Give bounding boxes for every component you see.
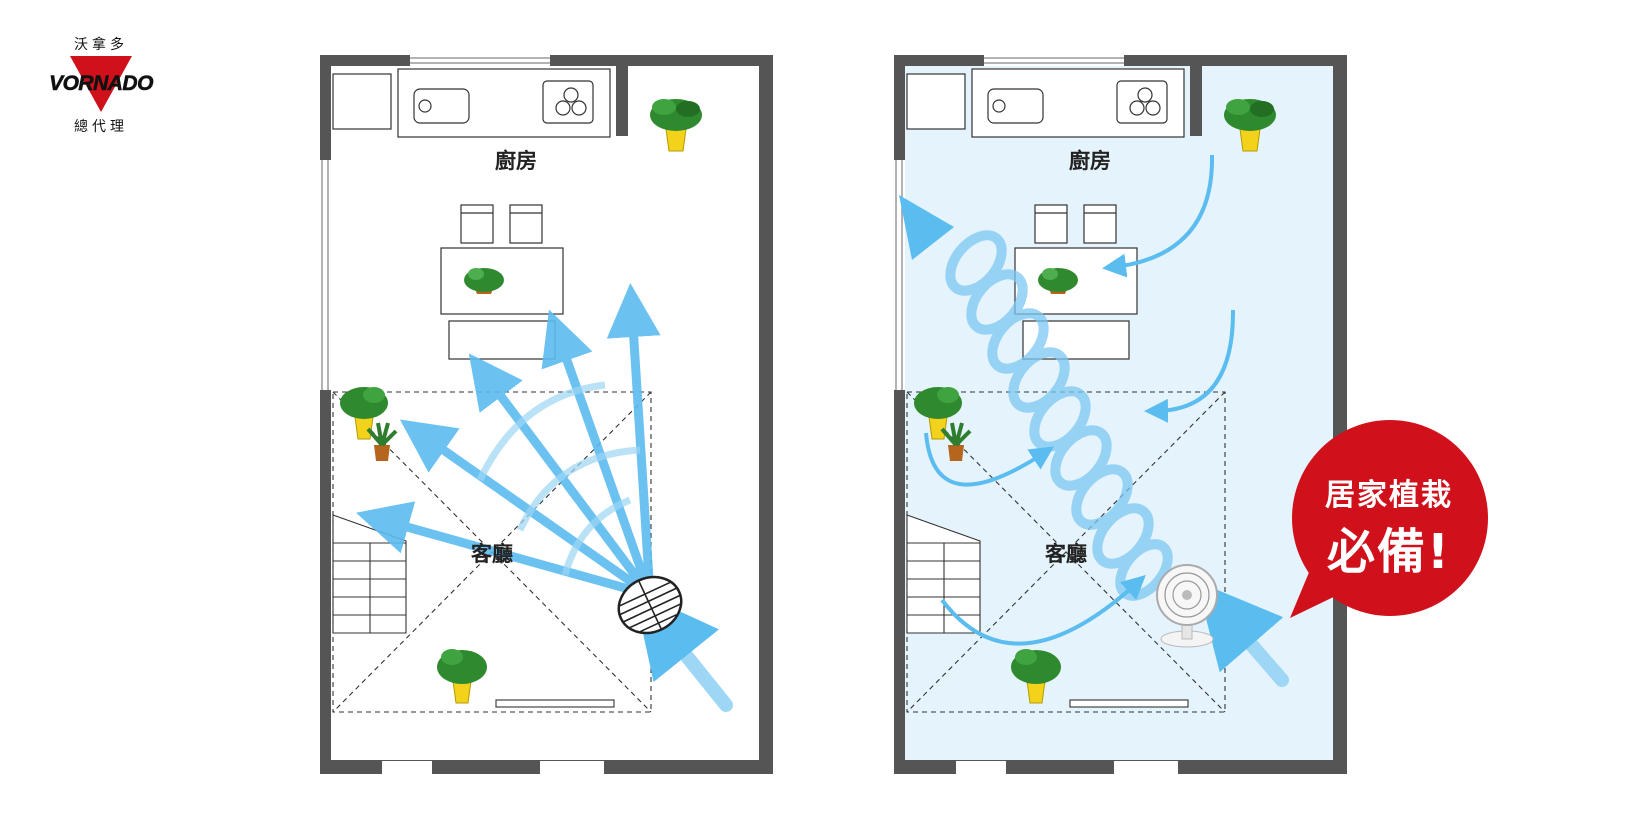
- scattered-airflow-arrows: [355, 283, 661, 600]
- promo-speech-badge: 居家植栽 必備!: [1290, 420, 1500, 630]
- plant-icon: [464, 268, 504, 294]
- airflow-ripples: [476, 381, 641, 576]
- plant-icon: [940, 422, 972, 461]
- plant-icon: [366, 422, 398, 461]
- plant-icon: [1224, 99, 1276, 152]
- traditional-fan-icon: [617, 575, 683, 635]
- speech-bubble-icon: [1290, 420, 1488, 618]
- living-room-label: 客廳: [471, 542, 513, 566]
- floor-plan-traditional-fan: 廚房 客廳: [320, 55, 780, 775]
- tv-bench: [1069, 699, 1189, 708]
- vornado-logo: VORNADO: [36, 56, 166, 114]
- plant-icon: [914, 387, 962, 440]
- incoming-airflow-arrow: [633, 590, 733, 712]
- kitchen-counter: [332, 68, 611, 138]
- staircase: [332, 514, 407, 634]
- badge-line-2: 必備!: [1327, 524, 1451, 580]
- plan-walls: [894, 55, 1347, 774]
- plan-walls: [320, 55, 773, 774]
- circulation-arrows: [924, 154, 1236, 646]
- vortex-airflow-spiral: [945, 230, 1173, 601]
- dining-table-set: [440, 204, 564, 360]
- kitchen-counter: [906, 68, 1185, 138]
- vortex-arrowhead-icon: [899, 195, 954, 260]
- kitchen-label: 廚房: [1069, 149, 1111, 173]
- plant-icon: [340, 387, 388, 440]
- plant-icon: [1038, 268, 1078, 294]
- staircase: [906, 514, 981, 634]
- vornado-v-mark-icon: [70, 56, 132, 112]
- incoming-airflow-arrow: [1196, 581, 1289, 687]
- plant-icon: [437, 649, 487, 704]
- brand-wordmark: VORNADO: [49, 72, 154, 96]
- brand-top-text: 沃拿多: [74, 37, 128, 53]
- kitchen-label: 廚房: [495, 149, 537, 173]
- brand-bottom-text: 總代理: [74, 119, 128, 135]
- plant-icon: [650, 99, 702, 152]
- brand-logo-block: 沃拿多 VORNADO 總代理: [36, 34, 166, 136]
- living-room-label: 客廳: [1045, 542, 1087, 566]
- floor-plan-vornado-fan: 廚房 客廳: [894, 55, 1354, 775]
- vornado-fan-icon: [1156, 564, 1218, 648]
- plant-icon: [1011, 649, 1061, 704]
- badge-line-1: 居家植栽: [1325, 478, 1453, 513]
- tv-bench: [495, 699, 615, 708]
